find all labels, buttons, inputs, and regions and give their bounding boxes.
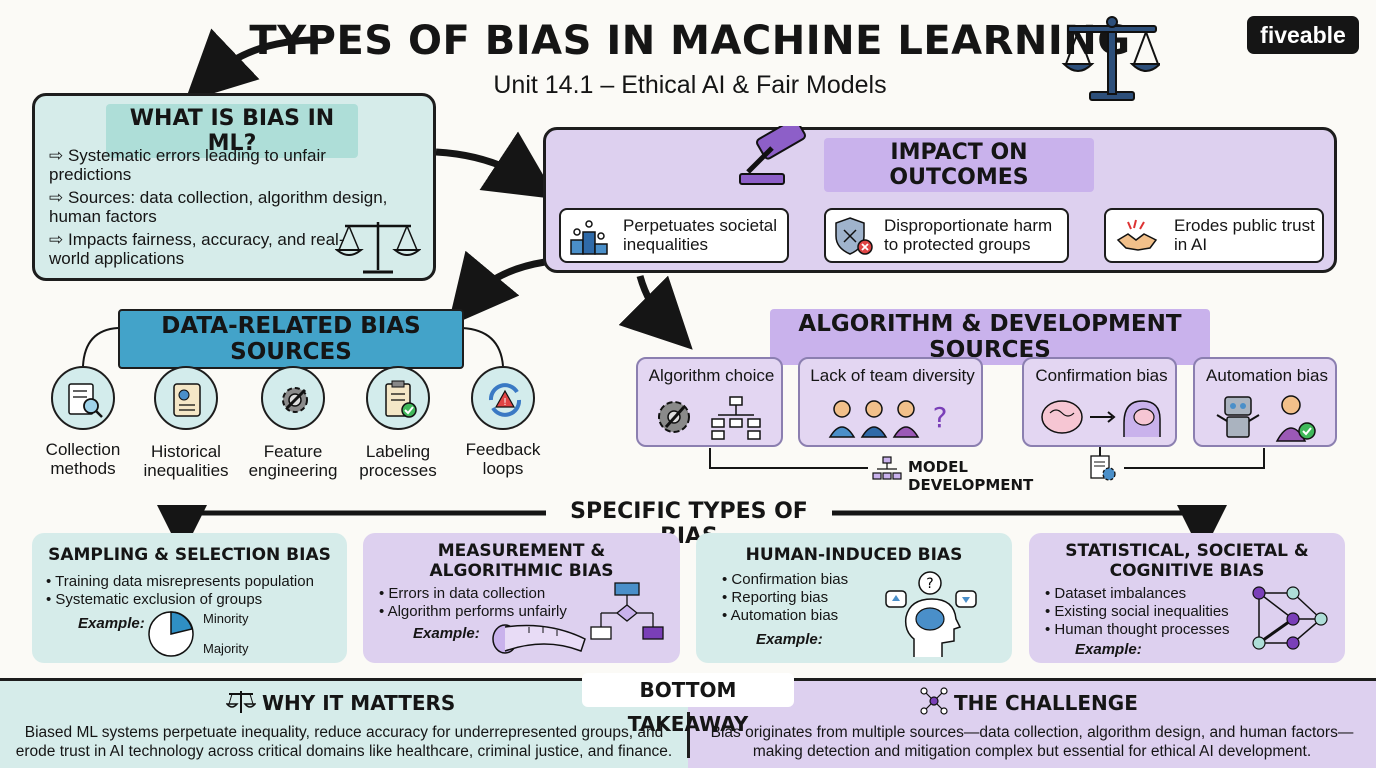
algo-sources-heading: ALGORITHM & DEVELOPMENT SOURCES [770, 309, 1210, 365]
algo-card-team-diversity: Lack of team diversity ? [798, 357, 983, 447]
gear-tree-icon [658, 396, 761, 440]
what-is-bias-bullet-3: ⇨ Impacts fairness, accuracy, and real-w… [49, 230, 345, 268]
robot-person-icon [1216, 395, 1316, 442]
pie-icon [148, 611, 194, 657]
svg-text:!: ! [503, 397, 507, 408]
clipboard-check-icon [385, 380, 417, 418]
data-source-labeling-processes [366, 366, 430, 430]
svg-text:?: ? [926, 576, 933, 592]
data-source-collection-methods [51, 366, 115, 430]
arrow-icon: ⇨ [49, 188, 68, 207]
bias-card-sampling: SAMPLING & SELECTION BIAS • Training dat… [32, 533, 347, 663]
example-label: Example: [413, 625, 480, 642]
broken-handshake-icon [1116, 219, 1158, 251]
hierarchy-icon [872, 456, 902, 480]
data-source-feedback-loops: ! [471, 366, 535, 430]
bias-bullet: • Confirmation bias [722, 571, 849, 588]
algo-card-algorithm-choice: Algorithm choice [636, 357, 783, 447]
bias-bullet: • Systematic exclusion of groups [46, 591, 263, 608]
why-it-matters-text: Biased ML systems perpetuate inequality,… [15, 724, 673, 760]
page-subtitle: Unit 14.1 – Ethical AI & Fair Models [493, 71, 887, 99]
data-source-label: Feedback loops [465, 440, 541, 478]
team-question-icon: ? [828, 400, 948, 438]
bottom-takeaway-label: BOTTOM TAKEAWAY [582, 673, 794, 736]
impact-item-protected-groups: Disproportionate harm to protected group… [824, 208, 1069, 263]
why-it-matters-title: WHY IT MATTERS [262, 691, 456, 715]
impact-item-inequalities: Perpetuates societal inequalities [559, 208, 789, 263]
impact-heading: IMPACT ON OUTCOMES [824, 138, 1094, 192]
example-label: Example: [1075, 641, 1142, 658]
arrow-icon: ⇨ [49, 146, 68, 165]
bias-bullet: • Training data misrepresents population [46, 573, 314, 590]
bias-card-human-induced: HUMAN-INDUCED BIAS • Confirmation bias •… [696, 533, 1012, 663]
svg-text:?: ? [933, 401, 948, 434]
data-source-feature-engineering [261, 366, 325, 430]
bias-bullet: • Reporting bias [722, 589, 829, 606]
scales-icon [1061, 16, 1160, 101]
data-source-historical-inequalities [154, 366, 218, 430]
challenge-panel: THE CHALLENGE Bias originates from multi… [688, 678, 1376, 768]
flowchart-icon [590, 582, 664, 640]
podium-people-icon [570, 220, 608, 255]
bias-bullet: • Dataset imbalances [1045, 585, 1187, 602]
model-development-label: MODEL DEVELOPMENT [908, 458, 1034, 494]
why-it-matters-panel: WHY IT MATTERS Biased ML systems perpetu… [0, 678, 688, 768]
algo-card-automation-bias: Automation bias [1193, 357, 1337, 447]
magnifier-form-icon [68, 383, 103, 418]
tape-measure-icon [492, 624, 586, 654]
balance-scale-icon [335, 222, 421, 274]
bias-bullet: • Existing social inequalities [1045, 603, 1229, 620]
bottom-divider [687, 712, 690, 758]
gear-wrench-icon [282, 387, 308, 413]
bias-bullet: • Algorithm performs unfairly [379, 603, 567, 620]
impact-panel: IMPACT ON OUTCOMES Perpetuates societal … [543, 126, 1337, 273]
impact-item-public-trust: Erodes public trust in AI [1104, 208, 1324, 263]
shield-x-icon [835, 217, 873, 255]
brand-logo: fiveable [1247, 16, 1359, 54]
thinking-head-icon: ? [885, 571, 977, 657]
what-is-bias-bullet-1: ⇨ Systematic errors leading to unfair pr… [49, 146, 326, 184]
arrow-icon: ⇨ [49, 230, 68, 249]
challenge-text: Bias originates from multiple sources—da… [710, 724, 1354, 760]
document-gear-icon [1090, 455, 1116, 481]
scroll-chart-icon [173, 383, 201, 417]
data-source-label: Collection methods [45, 440, 121, 478]
data-source-label: Historical inequalities [143, 442, 229, 480]
bias-bullet: • Human thought processes [1045, 621, 1230, 638]
pie-label-majority: Majority [203, 641, 249, 656]
bias-card-measurement: MEASUREMENT & ALGORITHMIC BIAS • Errors … [363, 533, 680, 663]
what-is-bias-panel: WHAT IS BIAS IN ML? ⇨ Systematic errors … [32, 93, 436, 281]
example-label: Example: [756, 631, 823, 648]
page-title: TYPES OF BIAS IN MACHINE LEARNING [249, 18, 1131, 64]
what-is-bias-heading: WHAT IS BIAS IN ML? [106, 104, 358, 158]
brain-arrow-icon [1041, 400, 1161, 437]
bias-card-statistical: STATISTICAL, SOCIETAL & COGNITIVE BIAS •… [1029, 533, 1345, 663]
data-source-label: Labeling processes [359, 442, 437, 480]
bias-bullet: • Errors in data collection [379, 585, 546, 602]
pie-label-minority: Minority [203, 611, 249, 626]
cycle-warning-icon: ! [489, 383, 521, 417]
challenge-title: THE CHALLENGE [954, 691, 1138, 715]
bias-bullet: • Automation bias [722, 607, 839, 624]
data-sources-heading: DATA-RELATED BIAS SOURCES [118, 309, 464, 369]
algo-card-confirmation-bias: Confirmation bias [1022, 357, 1177, 447]
gavel-icon [739, 126, 806, 185]
what-is-bias-bullet-2: ⇨ Sources: data collection, algorithm de… [49, 188, 388, 226]
balance-scale-icon [226, 691, 256, 713]
data-source-label: Feature engineering [248, 442, 338, 480]
example-label: Example: [78, 615, 145, 632]
network-node-icon [920, 687, 948, 715]
network-graph-icon [1252, 586, 1328, 650]
